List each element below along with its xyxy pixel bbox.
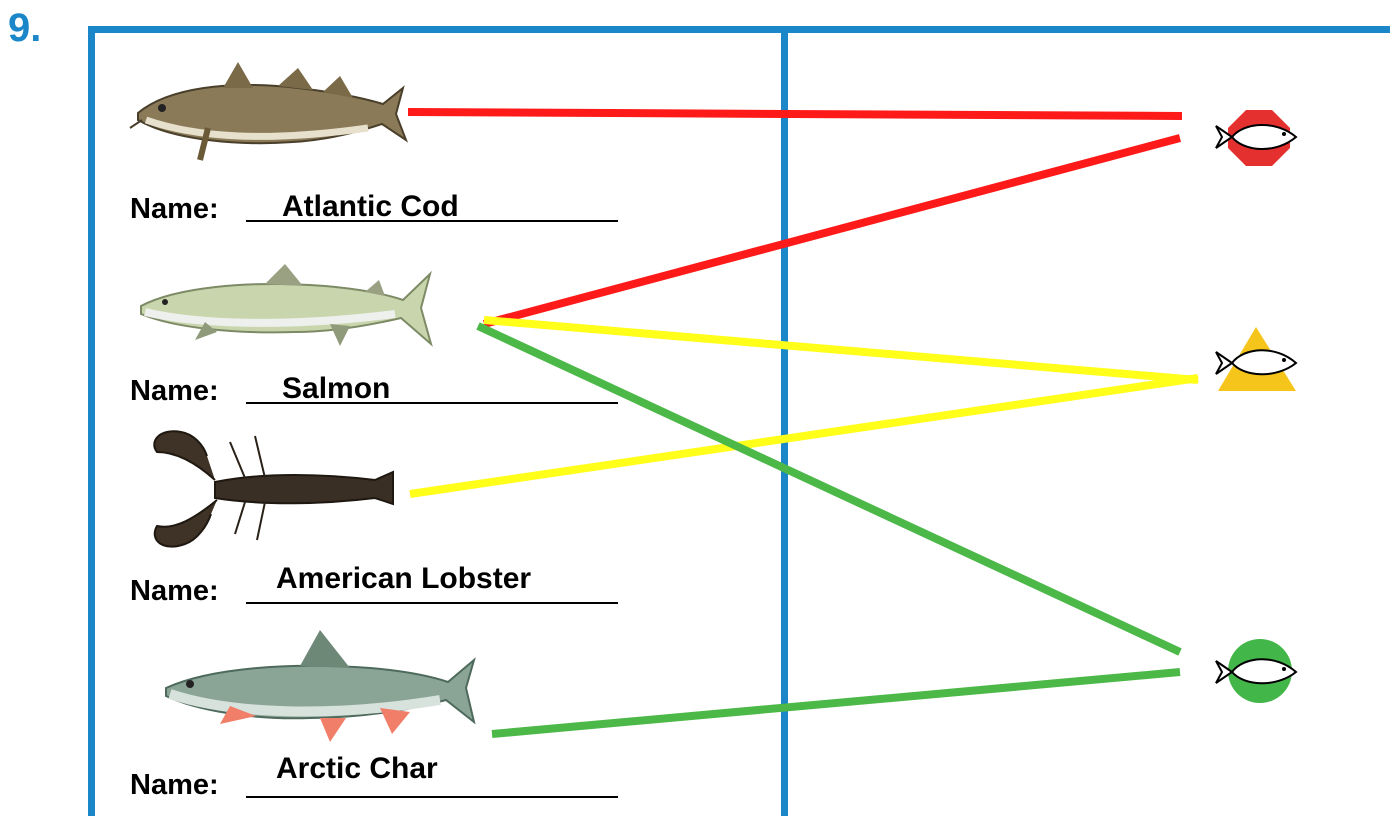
connection-char-best-choice: [492, 672, 1180, 734]
connection-cod-avoid: [408, 112, 1182, 116]
connection-salmon-avoid: [484, 138, 1180, 324]
connection-salmon-good-alternative: [484, 320, 1198, 380]
connection-salmon-best-choice: [478, 326, 1180, 652]
